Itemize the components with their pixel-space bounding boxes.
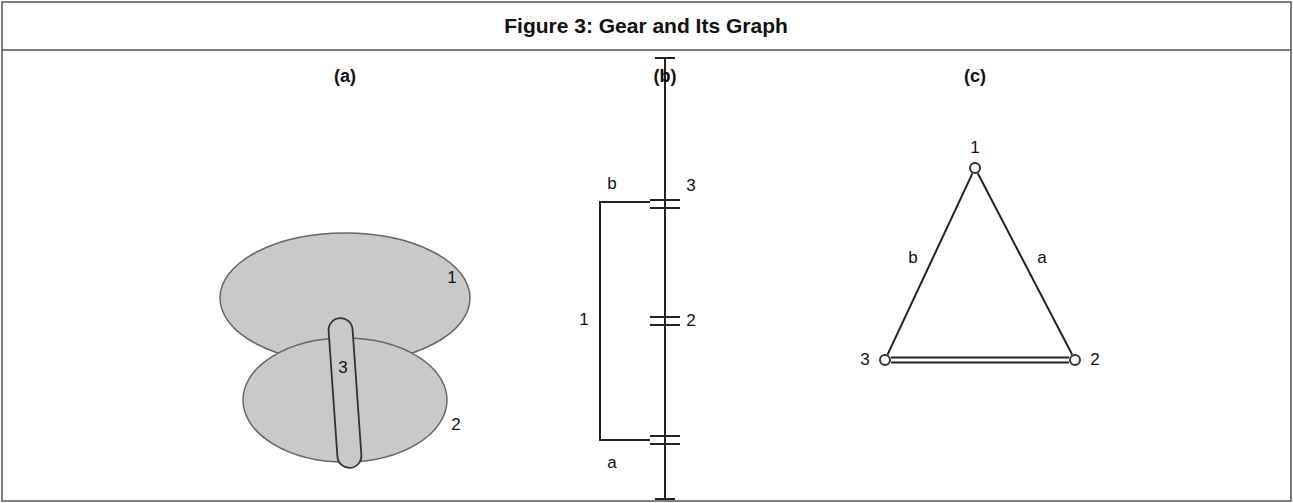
vertex-label: 2 (1090, 350, 1099, 370)
figure-title: Figure 3: Gear and Its Graph (504, 14, 788, 38)
graph-vertex: 1 (969, 162, 981, 174)
graph-edge (888, 173, 973, 354)
part-number: b (607, 174, 616, 194)
panel-label: (b) (654, 66, 677, 87)
edge-label: a (1035, 248, 1048, 268)
part-number: a (607, 453, 616, 473)
link-body (328, 317, 362, 468)
panel-label: (a) (334, 66, 356, 87)
gear-schematic (600, 58, 680, 500)
graph-edge (891, 358, 1069, 363)
graph-vertex: 3 (879, 354, 891, 366)
title-rule (2, 49, 1291, 51)
panel-label: (c) (964, 66, 986, 87)
part-number: 1 (447, 268, 456, 288)
vertex-label: 1 (970, 138, 979, 158)
part-number: 2 (451, 415, 460, 435)
edge-label: b (906, 248, 919, 268)
graph-edge (978, 173, 1072, 354)
part-number: 1 (579, 310, 588, 330)
part-number: 2 (686, 311, 695, 331)
graph-vertex: 2 (1069, 354, 1081, 366)
vertex-label: 3 (860, 350, 869, 370)
part-number: 3 (338, 358, 347, 378)
part-number: 3 (686, 176, 695, 196)
